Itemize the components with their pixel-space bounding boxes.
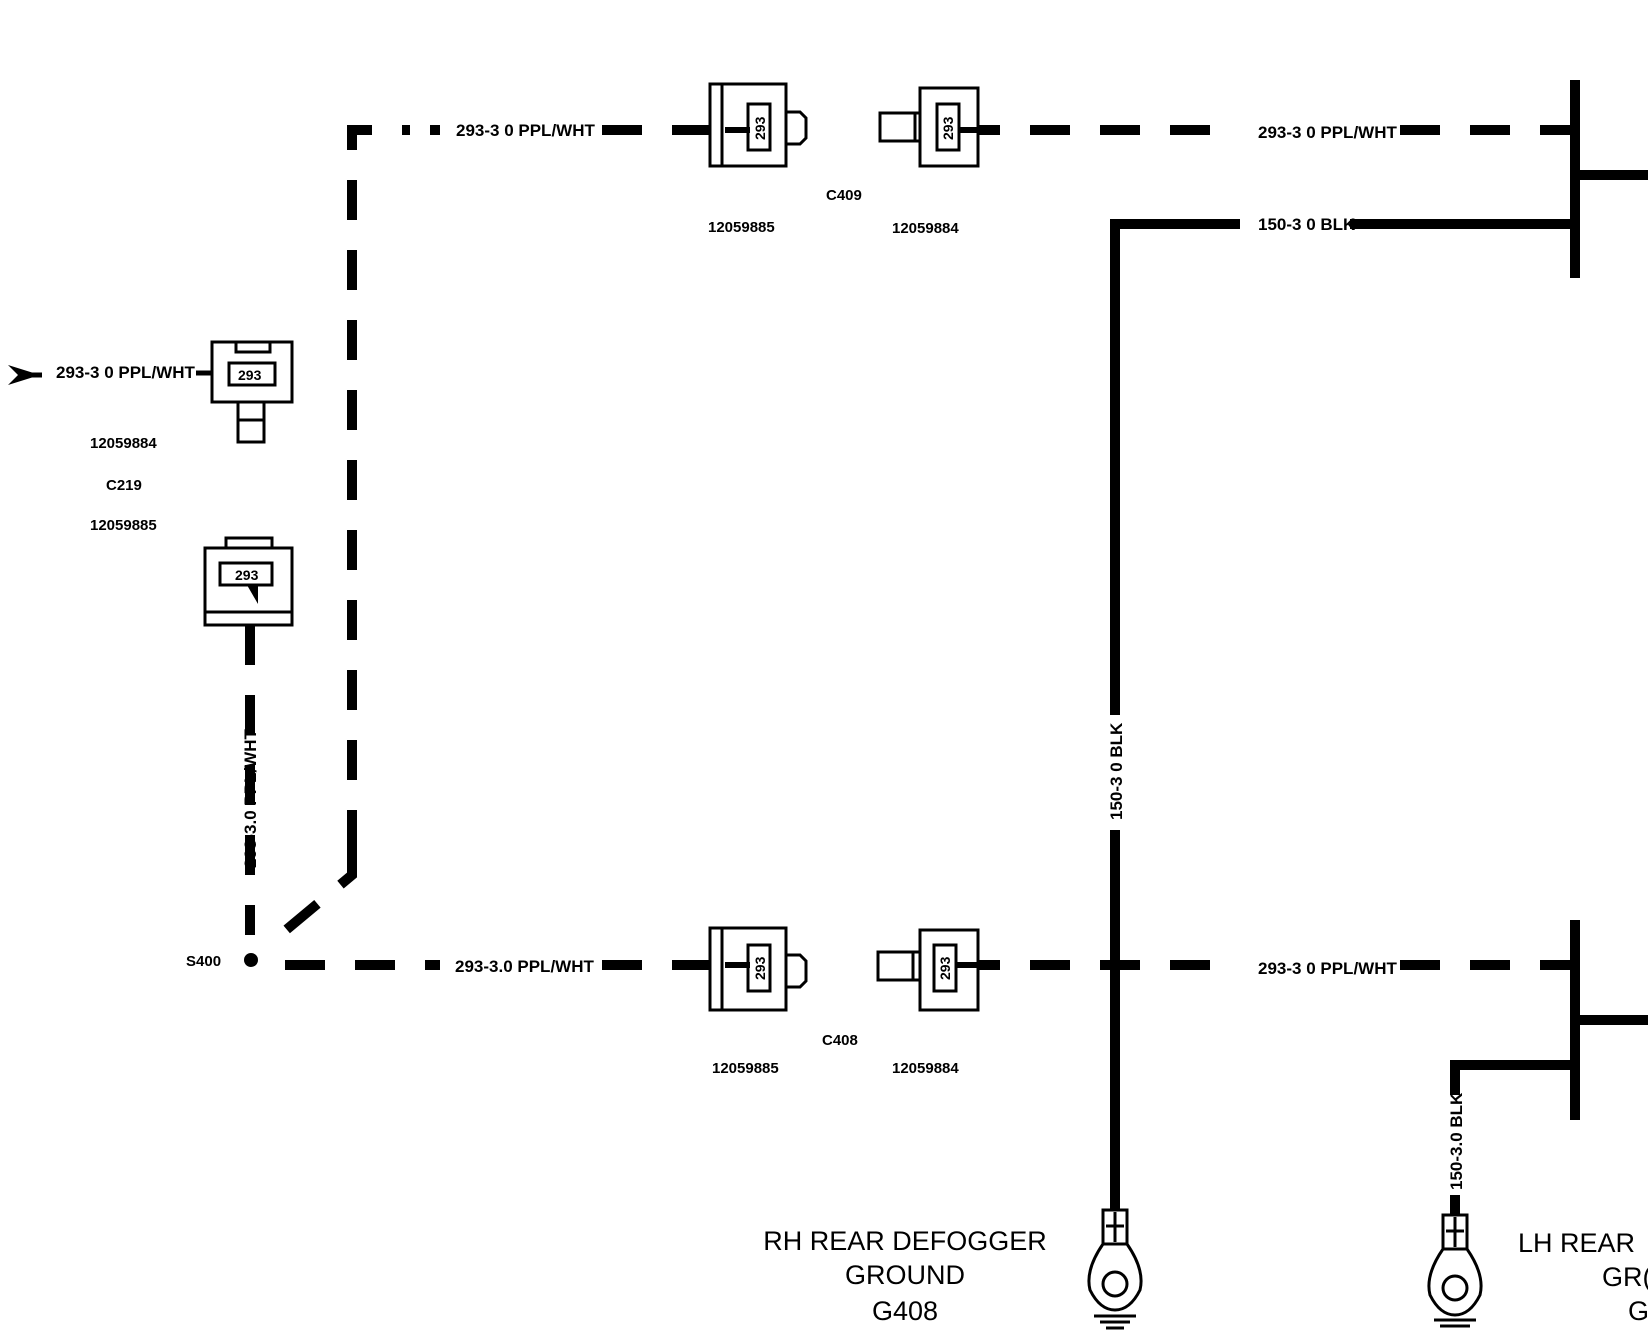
ground-g408-symbol [1087, 1208, 1143, 1330]
c219-top-part: 12059884 [90, 435, 157, 452]
connector-c409-left [708, 82, 808, 168]
wire-label-w1: 293-3 0 PPL/WHT [456, 121, 595, 140]
c408-left-pin: 293 [752, 956, 768, 980]
wire-label-b3: 150-3.0 BLK [1447, 1092, 1466, 1190]
c408-right-part: 12059884 [892, 1060, 959, 1077]
splice-s400-dot [244, 953, 258, 967]
c219-bottom-part: 12059885 [90, 517, 157, 534]
ground-lh-line2: GR( [1602, 1262, 1648, 1292]
ground-rh-line3: G408 [872, 1296, 938, 1326]
wire-label-w6: 293-3 0 PPL/WHT [1258, 959, 1397, 978]
connector-c219-bottom [203, 536, 294, 627]
c408-left-part: 12059885 [712, 1060, 779, 1077]
connector-c219-top [210, 340, 294, 444]
connector-c408-right [876, 928, 985, 1012]
ground-rh-line2: GROUND [845, 1260, 965, 1290]
ground-rh-line1: RH REAR DEFOGGER [763, 1226, 1047, 1256]
c409-left-pin: 293 [752, 116, 768, 140]
c409-right-pin: 293 [940, 116, 956, 140]
wire-150-blk-main [1110, 219, 1575, 1210]
ground-lh-line3: G [1628, 1296, 1648, 1326]
splice-s400-label: S400 [186, 953, 221, 970]
wire-293-diagonal [276, 850, 357, 939]
c408-right-pin: 293 [937, 956, 953, 980]
label-gap-b1 [1240, 212, 1350, 236]
wire-label-w4: 293-3.0 PPL/WHT [455, 957, 594, 976]
wire-label-w5: 293-3 0 PPL/WHT [56, 363, 195, 382]
label-gap-b3 [1443, 1095, 1467, 1195]
wire-293-top-vertical [347, 125, 410, 850]
c219-top-pin: 293 [238, 367, 262, 383]
c219-name: C219 [106, 477, 142, 494]
wire-label-w2: 293-3 0 PPL/WHT [1258, 123, 1397, 142]
connector-c409-right [878, 86, 985, 168]
wire-label-w3: 293-3.0 PPL/WHT [241, 729, 260, 868]
ground-lh-symbol [1427, 1213, 1483, 1328]
c409-name: C409 [826, 187, 862, 204]
wire-label-b2: 150-3 0 BLK [1107, 722, 1126, 820]
ground-lh-line1: LH REAR [1518, 1228, 1635, 1258]
c409-right-part: 12059884 [892, 220, 959, 237]
wire-150-blk-lh [1450, 1060, 1575, 1215]
c219-bottom-pin: 293 [235, 567, 259, 583]
c408-name: C408 [822, 1032, 858, 1049]
connector-c408-left [708, 926, 808, 1012]
c409-left-part: 12059885 [708, 219, 775, 236]
label-gap-b2 [1103, 715, 1127, 830]
wire-label-b1: 150-3 0 BLK [1258, 215, 1356, 234]
